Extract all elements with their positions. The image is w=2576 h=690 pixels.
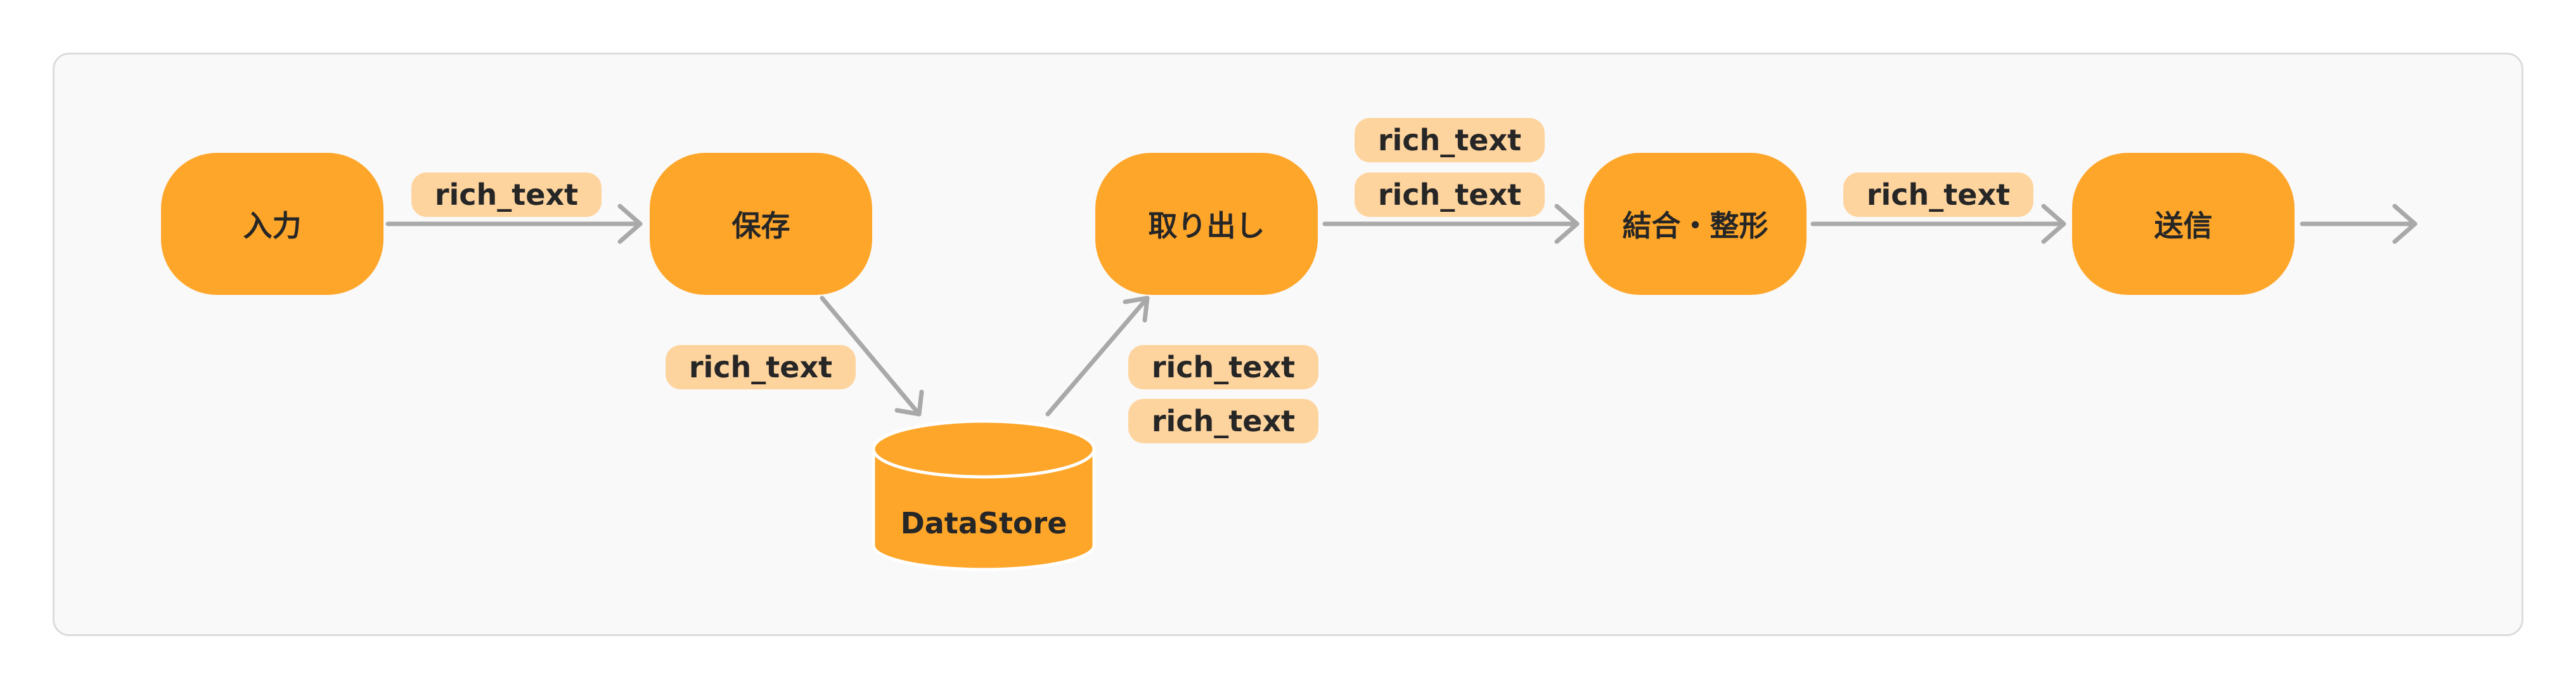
edge-label-merge-to-send: rich_text <box>1843 172 2033 217</box>
edge-label-input-to-save: rich_text <box>411 172 602 217</box>
node-input: 入力 <box>161 153 383 295</box>
datastore-cylinder <box>872 419 1096 571</box>
edge-merge-to-send <box>1810 204 2066 244</box>
diagram-panel <box>53 53 2523 636</box>
edge-send-output <box>2300 204 2418 244</box>
node-send-label: 送信 <box>2154 209 2213 243</box>
node-save-label: 保存 <box>731 209 790 243</box>
edge-label-store-to-retrieve-1: rich_text <box>1128 345 1318 389</box>
node-save: 保存 <box>650 153 872 295</box>
edge-label-retrieve-to-merge-2: rich_text <box>1355 172 1545 217</box>
edge-label-save-to-store: rich_text <box>666 345 856 389</box>
edge-retrieve-to-merge <box>1322 204 1580 244</box>
node-send: 送信 <box>2072 153 2295 295</box>
node-retrieve-label: 取り出し <box>1148 209 1265 243</box>
node-merge: 結合・整形 <box>1584 153 1806 295</box>
edge-save-to-datastore <box>820 296 924 417</box>
node-retrieve: 取り出し <box>1095 153 1318 295</box>
edge-input-to-save <box>385 204 643 244</box>
edge-datastore-to-retrieve <box>1045 296 1150 417</box>
node-merge-label: 結合・整形 <box>1622 209 1768 243</box>
node-input-label: 入力 <box>243 209 302 243</box>
datastore-label: DataStore <box>900 506 1067 540</box>
edge-label-store-to-retrieve-2: rich_text <box>1128 399 1318 443</box>
edge-label-retrieve-to-merge-1: rich_text <box>1355 118 1545 162</box>
